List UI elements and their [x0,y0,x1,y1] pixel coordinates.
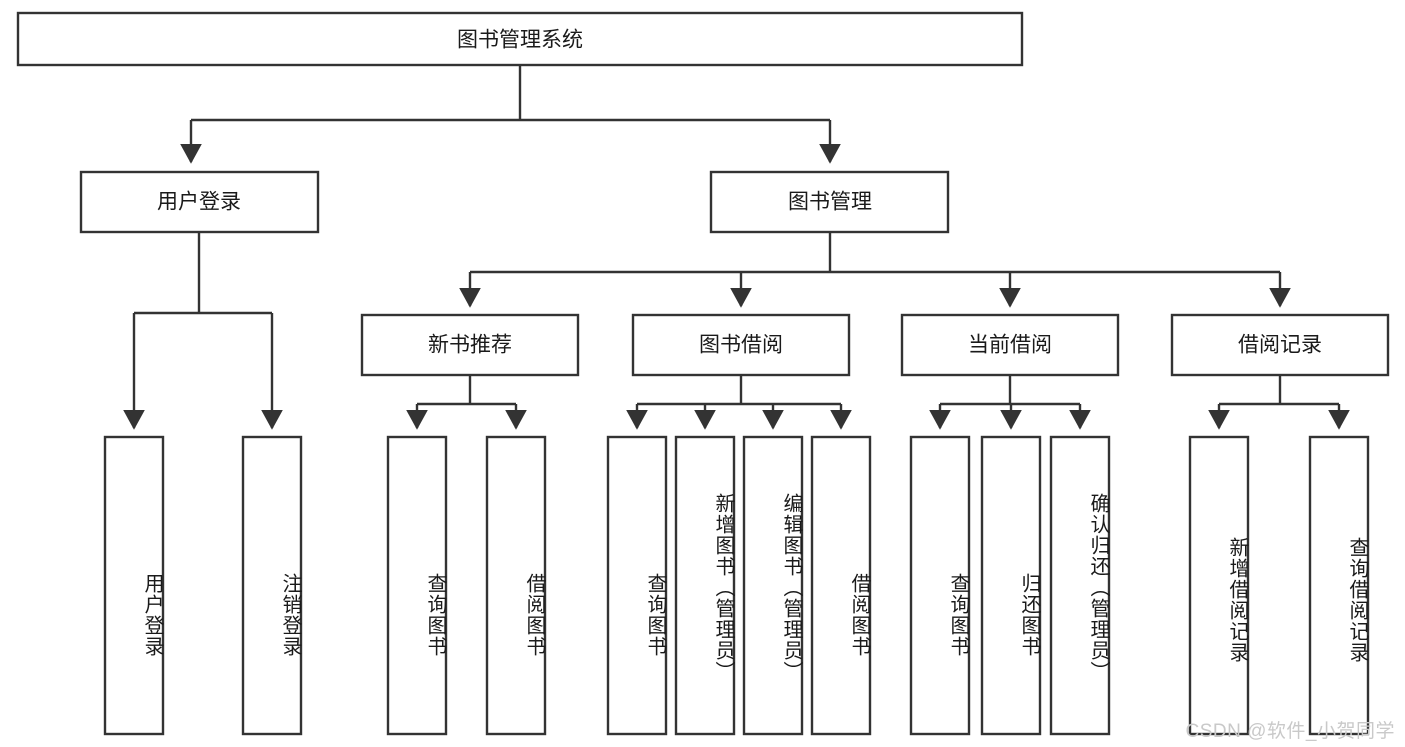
node-borrow-record-label: 借阅记录 [1238,334,1322,357]
node-user-login-label: 用户登录 [157,191,241,214]
node-book-borrow[interactable]: 图书借阅 [631,313,851,377]
node-book-borrow-box[interactable] [631,313,851,377]
node-user-login-box[interactable] [79,170,320,234]
node-borrow-record-box[interactable] [1170,313,1390,377]
node-root[interactable]: 图书管理系统 [16,11,1024,67]
leaf-box-edit-book[interactable] [742,435,804,736]
node-book-manage-label: 图书管理 [788,191,872,214]
node-book-manage-box[interactable] [709,170,950,234]
node-root-box[interactable] [16,11,1024,67]
leaf-box-query-book-cb[interactable] [909,435,971,736]
leaf-box-borrow-book-bb[interactable] [810,435,872,736]
leaf-box-return-book[interactable] [980,435,1042,736]
leaf-box-group [103,435,1370,736]
node-new-book-rec-label: 新书推荐 [428,334,512,357]
leaf-box-user-logout[interactable] [241,435,303,736]
connector-group [123,65,1350,430]
node-book-borrow-label: 图书借阅 [699,334,783,357]
leaf-box-add-record[interactable] [1188,435,1250,736]
leaf-box-confirm-return[interactable] [1049,435,1111,736]
node-new-book-rec[interactable]: 新书推荐 [360,313,580,377]
node-user-login[interactable]: 用户登录 [79,170,320,234]
node-current-borrow-label: 当前借阅 [968,334,1052,357]
node-new-book-rec-box[interactable] [360,313,580,377]
node-root-label: 图书管理系统 [457,29,583,52]
leaf-box-query-record[interactable] [1308,435,1370,736]
leaf-box-query-book-rec[interactable] [386,435,448,736]
node-book-manage[interactable]: 图书管理 [709,170,950,234]
csdn-watermark: CSDN @软件_小贺同学 [1185,721,1395,742]
leaf-box-user-login[interactable] [103,435,165,736]
leaf-box-add-book[interactable] [674,435,736,736]
leaf-box-borrow-book-rec[interactable] [485,435,547,736]
node-current-borrow[interactable]: 当前借阅 [900,313,1120,377]
leaf-box-query-book-bb[interactable] [606,435,668,736]
node-current-borrow-box[interactable] [900,313,1120,377]
node-borrow-record[interactable]: 借阅记录 [1170,313,1390,377]
